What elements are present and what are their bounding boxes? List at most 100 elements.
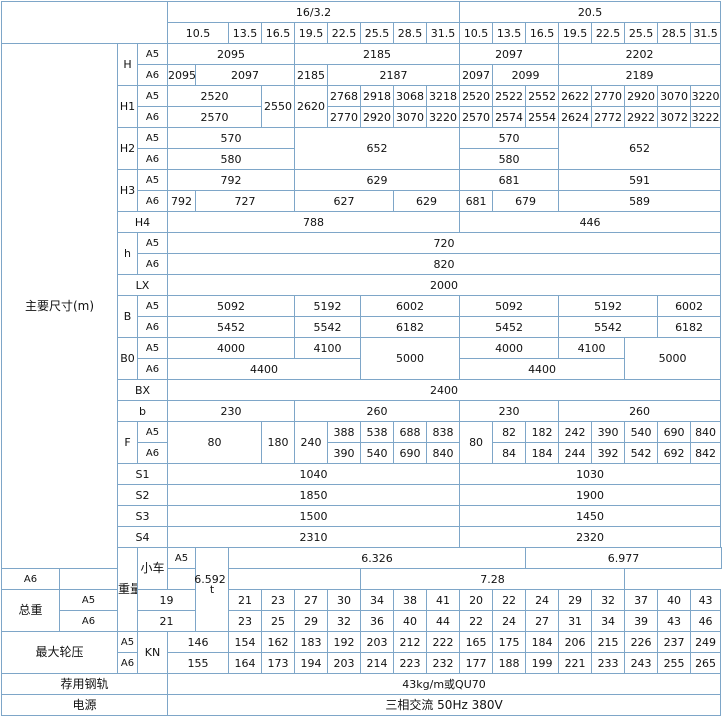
- class-a5: A5: [137, 43, 168, 65]
- value-cell: 40: [657, 589, 692, 611]
- span-cell: 19.5: [294, 22, 328, 44]
- class-a6: A6: [137, 316, 168, 338]
- value-cell: 792: [167, 190, 196, 212]
- value-cell: 29: [558, 589, 593, 611]
- value-cell: 162: [261, 631, 295, 653]
- param-label: BX: [117, 379, 168, 401]
- value-cell: 2554: [525, 106, 560, 128]
- value-cell: 2522: [492, 85, 527, 107]
- value-cell: 3070: [657, 85, 692, 107]
- span-cell: 28.5: [657, 22, 692, 44]
- value-cell: 21: [228, 589, 262, 611]
- value-cell: 2920: [360, 106, 394, 128]
- value-cell: 652: [558, 127, 722, 170]
- row-total-a6: A6 21 23 25 29 32 36 40 44 22 24 27 31 3…: [2, 610, 722, 632]
- value-cell: 154: [228, 631, 262, 653]
- weight-label: 重量: [117, 547, 138, 632]
- value-cell: 542: [624, 442, 659, 464]
- value-cell: 5000: [624, 337, 722, 380]
- max-wheel-load-label: 最大轮压: [1, 631, 118, 674]
- param-label: F: [117, 421, 138, 464]
- class-a5: A5: [137, 232, 168, 254]
- value-cell: 688: [393, 421, 427, 443]
- value-cell: 1040: [166, 463, 461, 485]
- value-cell: 2520: [167, 85, 262, 107]
- value-cell: 2185: [294, 64, 328, 86]
- param-label: B0: [117, 337, 138, 380]
- value-cell: 652: [293, 127, 461, 170]
- value-cell: 538: [360, 421, 394, 443]
- value-cell: 5000: [359, 337, 461, 380]
- value-cell: 838: [425, 421, 461, 443]
- value-cell: 6182: [657, 316, 722, 338]
- value-cell: 390: [591, 421, 626, 443]
- value-cell: 2770: [327, 106, 361, 128]
- value-cell: 203: [360, 631, 394, 653]
- value-cell: 2097: [195, 64, 295, 86]
- value-cell: 237: [657, 631, 692, 653]
- value-cell: 206: [558, 631, 593, 653]
- span-cell: 19.5: [558, 22, 593, 44]
- value-cell: 260: [293, 400, 461, 422]
- value-cell: 80: [459, 421, 494, 464]
- value-cell: 2768: [327, 85, 361, 107]
- value-cell: 233: [591, 652, 626, 674]
- value-cell: 2920: [624, 85, 659, 107]
- value-cell: 192: [327, 631, 361, 653]
- value-cell: 629: [293, 169, 461, 191]
- value-cell: 570: [167, 127, 295, 149]
- value-cell: 788: [166, 211, 461, 233]
- row-s2: S2 1850 1900: [2, 484, 722, 506]
- span-cell: 22.5: [327, 22, 361, 44]
- class-a5: A5: [167, 547, 196, 569]
- value-cell: 260: [558, 400, 722, 422]
- value-cell: 392: [591, 442, 626, 464]
- row-trolley-a6: A6 6.592 7.28: [1, 568, 722, 590]
- class-a6: A6: [137, 358, 168, 380]
- class-a5: A5: [137, 85, 168, 107]
- power-label: 电源: [1, 694, 168, 716]
- value-cell: 2622: [558, 85, 593, 107]
- capacity-20: 20.5: [459, 1, 722, 23]
- value-cell: 3222: [690, 106, 722, 128]
- value-cell: 177: [459, 652, 494, 674]
- class-a6: A6: [137, 190, 168, 212]
- value-cell: 4400: [459, 358, 626, 380]
- param-label: H: [117, 43, 138, 86]
- row-b0-a6: A6 4400 4400: [2, 358, 722, 380]
- value-cell: 34: [591, 610, 626, 632]
- param-label: H4: [117, 211, 168, 233]
- value-cell: 三相交流 50Hz 380V: [166, 694, 722, 716]
- value-cell: 591: [558, 169, 722, 191]
- span-cell: 10.5: [167, 22, 229, 44]
- value-cell: 32: [591, 589, 626, 611]
- value-cell: 180: [261, 421, 295, 464]
- value-cell: 5542: [294, 316, 361, 338]
- row-wheel-a5: 最大轮压 A5 KN 146 154 162 183 192 203 212 2…: [1, 631, 722, 674]
- row-total-a5: 总重 A5 19 21 23 27 30 34 38 41 20 22 24 2…: [1, 589, 722, 632]
- value-cell: 175: [492, 631, 527, 653]
- value-cell: 155: [167, 652, 229, 674]
- value-cell: 4100: [294, 337, 361, 359]
- value-cell: 23: [261, 589, 295, 611]
- class-a6: A6: [137, 442, 168, 464]
- class-a6: A6: [137, 64, 168, 86]
- class-a6: A6: [117, 652, 138, 674]
- value-cell: 5452: [459, 316, 560, 338]
- value-cell: 2772: [591, 106, 626, 128]
- value-cell: 2574: [492, 106, 527, 128]
- row-s1: S1 1040 1030: [2, 463, 722, 485]
- rail-label: 荐用钢轨: [1, 673, 168, 695]
- value-cell: 43kg/m或QU70: [166, 673, 722, 695]
- param-label: LX: [117, 274, 168, 296]
- param-label: h: [117, 232, 138, 275]
- value-cell: 5092: [167, 295, 295, 317]
- span-header-row: 10.5 13.5 16.5 19.5 22.5 25.5 28.5 31.5 …: [2, 22, 722, 44]
- value-cell: 6002: [657, 295, 722, 317]
- row-h1-a6: A6 2570 2770 2920 3070 3220 2570 2574 25…: [2, 106, 722, 128]
- value-cell: 690: [393, 442, 427, 464]
- value-cell: 5542: [558, 316, 659, 338]
- row-bb: b 230 260 230 260: [2, 400, 722, 422]
- value-cell: 627: [294, 190, 394, 212]
